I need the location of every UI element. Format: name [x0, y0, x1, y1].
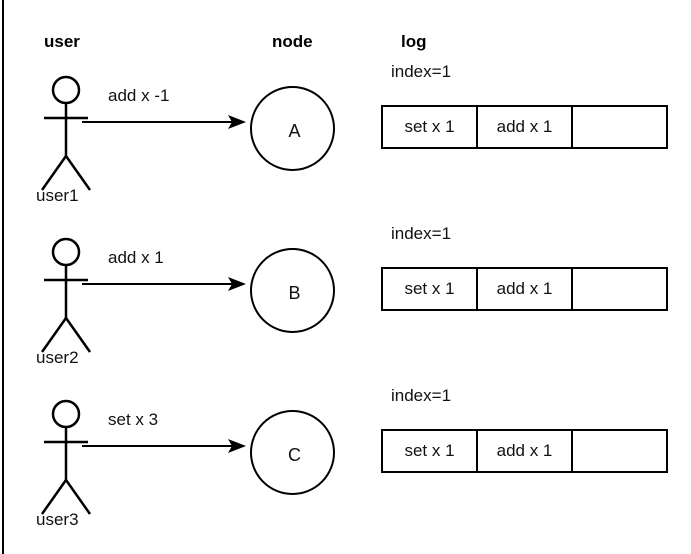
- diagram-row: user2 add x 1 B index=1 set x 1 add x 1: [0, 222, 691, 402]
- log-cell: add x 1: [478, 107, 573, 147]
- node-circle: C: [250, 410, 335, 495]
- message-label: add x 1: [108, 248, 164, 267]
- node-circle: A: [250, 86, 335, 171]
- message-label: add x -1: [108, 86, 170, 105]
- log-cell: set x 1: [383, 107, 478, 147]
- node-letter: A: [288, 120, 301, 141]
- log-table: set x 1 add x 1: [381, 105, 668, 149]
- log-cell: add x 1: [478, 431, 573, 471]
- diagram-row: user1 add x -1 A index=1 set x 1 add x 1: [0, 60, 691, 240]
- left-edge-rule: [2, 0, 4, 554]
- log-index-label: index=1: [391, 386, 452, 405]
- log-cell: set x 1: [383, 269, 478, 309]
- log-index-label: index=1: [391, 62, 452, 81]
- message-arrow-icon: [82, 112, 246, 132]
- column-heading-log: log: [401, 32, 427, 51]
- log-cell: set x 1: [383, 431, 478, 471]
- log-cell-empty: [573, 431, 666, 471]
- node-circle: B: [250, 248, 335, 333]
- log-table: set x 1 add x 1: [381, 429, 668, 473]
- diagram-row: user3 set x 3 C index=1 set x 1 add x 1: [0, 384, 691, 554]
- log-cell-empty: [573, 107, 666, 147]
- column-heading-node: node: [272, 32, 313, 51]
- log-table: set x 1 add x 1: [381, 267, 668, 311]
- actor-label: user1: [36, 186, 79, 205]
- message-arrow-icon: [82, 274, 246, 294]
- node-letter: B: [288, 282, 301, 303]
- node-letter: C: [288, 444, 301, 465]
- log-index-label: index=1: [391, 224, 452, 243]
- message-label: set x 3: [108, 410, 159, 429]
- actor-label: user3: [36, 510, 79, 529]
- actor-stick-figure-icon: [32, 230, 104, 355]
- actor-stick-figure-icon: [32, 68, 104, 193]
- actor-label: user2: [36, 348, 79, 367]
- actor-stick-figure-icon: [32, 392, 104, 517]
- log-cell-empty: [573, 269, 666, 309]
- log-cell: add x 1: [478, 269, 573, 309]
- column-heading-user: user: [44, 32, 80, 51]
- message-arrow-icon: [82, 436, 246, 456]
